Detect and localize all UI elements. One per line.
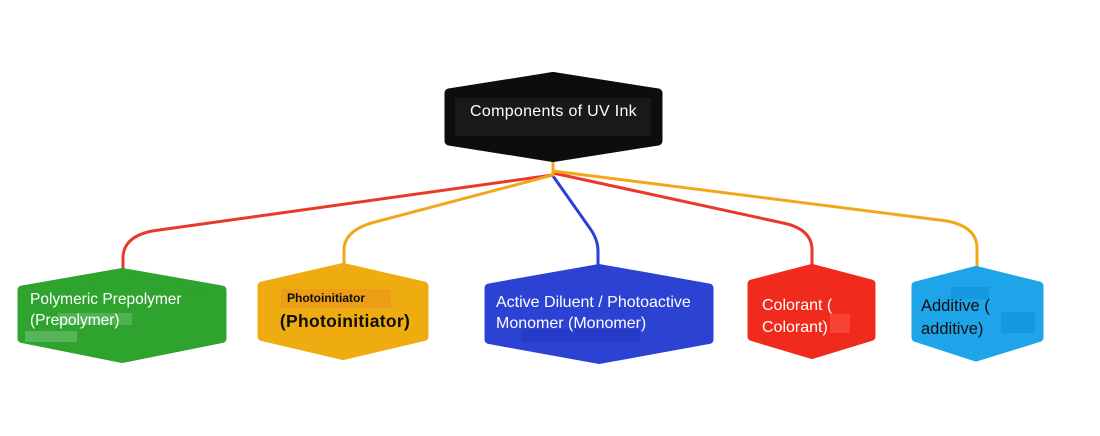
root-node-label-text: Components of UV Ink [470,103,637,120]
node-label-line1: Additive ( [921,297,990,315]
node-shape-monomer [484,264,714,364]
connector-photoinitiator [342,161,555,267]
edit-artifact [522,329,640,342]
node-label-colorant: Colorant ( Colorant) [762,295,832,339]
node-label-photoinitiator-big: (Photoinitiator) [262,311,428,332]
edit-artifact [1001,312,1035,333]
node-label-line1: Photoinitiator [287,291,365,305]
connector-colorant [551,161,814,268]
root-node-label: Components of UV Ink [445,103,662,121]
node-label-line1: Colorant ( [762,297,833,314]
node-label-line2: (Photoinitiator) [279,311,411,331]
edit-artifact [25,331,77,342]
node-shape-root [444,72,663,162]
edit-artifacts-group [25,98,1035,342]
connector-prepolymer [121,161,555,272]
node-shape-additive [911,266,1044,362]
connector-group [121,161,979,272]
node-shapes-group [17,72,1044,364]
connector-monomer [551,161,600,269]
node-shape-prepolymer [17,268,227,363]
node-label-line1: Active Diluent / Photoactive [496,294,691,311]
node-label-prepolymer: Polymeric Prepolymer (Prepolymer) [30,289,182,331]
node-label-additive: Additive ( additive) [921,295,990,341]
connector-additive [551,161,979,271]
node-label-line2: additive) [921,320,984,338]
node-label-line2: Colorant) [762,319,828,336]
node-label-line2: (Prepolymer) [30,312,120,329]
node-shape-photoinitiator [257,263,429,360]
node-shape-colorant [747,264,876,359]
edit-artifact [281,289,391,308]
node-label-monomer: Active Diluent / Photoactive Monomer (Mo… [496,292,691,334]
edit-artifact [58,313,132,325]
node-label-photoinitiator-small: Photoinitiator [287,291,365,305]
edit-artifact [455,98,651,136]
node-label-line1: Polymeric Prepolymer [30,291,182,308]
node-label-line2: Monomer (Monomer) [496,315,647,332]
edit-artifact [951,287,989,299]
edit-artifact [830,314,850,333]
